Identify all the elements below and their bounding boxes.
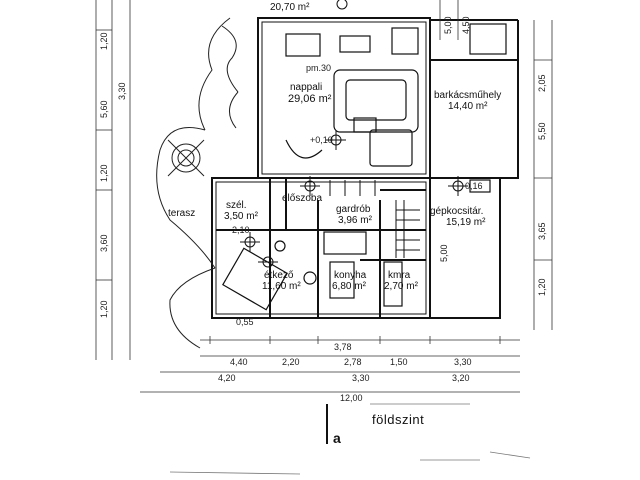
room-name-nappali: nappali (290, 82, 323, 93)
level-marker-minus: -0,16 (462, 181, 483, 191)
section-symbols (240, 0, 468, 268)
terrace-paving (156, 17, 239, 349)
room-name-konyha: konyha (334, 270, 367, 281)
dim-right-3: 3,65 (537, 222, 547, 240)
stairs (329, 180, 420, 258)
dim-misc-1: 5,00 (439, 244, 449, 262)
dim-misc-5: 2,10 (232, 225, 250, 235)
dim-misc-3: 4,50 (461, 16, 471, 34)
room-name-terasz: terasz (168, 208, 196, 219)
dimension-lines (95, 0, 553, 393)
floor-title: földszint (372, 412, 425, 427)
room-name-szel: szél. (226, 200, 247, 211)
living-room-walls (257, 17, 431, 179)
dim-bottom-8: 3,30 (352, 373, 370, 383)
room-name-barkacsmuhely: barkácsműhely (434, 90, 502, 101)
dim-bottom-5: 4,40 (230, 357, 248, 367)
dim-bottom-6: 2,20 (282, 357, 300, 367)
room-area-barkacsmuhely: 14,40 m² (448, 101, 488, 112)
room-name-etkezo: étkező (264, 270, 294, 281)
dim-misc-2: 5,00 (443, 16, 453, 34)
room-area-szel: 3,50 m² (224, 211, 258, 222)
level-marker-pm30: pm.30 (306, 63, 332, 73)
level-marker-plus: +0,10 (310, 135, 333, 145)
room-area-nappali: 29,06 m² (288, 93, 332, 105)
section-mark: a (333, 430, 341, 446)
room-name-kamra: kmra (388, 270, 411, 281)
dim-bottom-3: 1,50 (390, 357, 408, 367)
dim-right-2: 5,50 (537, 122, 547, 140)
dim-left-2: 5,60 (99, 100, 109, 118)
dim-left-4: 3,60 (99, 234, 109, 252)
dim-misc-4: 3,30 (117, 82, 127, 100)
dim-right-1: 2,05 (537, 74, 547, 92)
room-area-etkezo: 11,60 m² (262, 281, 301, 292)
furniture (222, 23, 507, 311)
room-name-gepkocsitaro: gépkocsitár. (430, 206, 484, 217)
room-area-gepkocsitaro: 15,19 m² (446, 217, 486, 228)
dim-right-4: 1,20 (537, 278, 547, 296)
dim-misc-6: 0,55 (236, 317, 254, 327)
dim-bottom-4: 3,30 (454, 357, 472, 367)
dim-bottom-total: 12,00 (340, 393, 363, 403)
dim-bottom-1: 3,78 (334, 342, 352, 352)
dim-bottom-7: 4,20 (218, 373, 236, 383)
dim-left-3: 1,20 (99, 164, 109, 182)
dim-left-1: 1,20 (99, 32, 109, 50)
room-area-kamra: 2,70 m² (384, 281, 418, 292)
dim-left-5: 1,20 (99, 300, 109, 318)
lower-rooms-walls (211, 177, 431, 319)
scan-noise (169, 403, 531, 475)
room-name-eloszoba: előszoba (282, 193, 323, 204)
room-name-garderob: gardrób (336, 204, 371, 215)
dim-bottom-2: 2,78 (344, 357, 362, 367)
room-area-garderob: 3,96 m² (338, 215, 372, 226)
dim-bottom-9: 3,20 (452, 373, 470, 383)
room-area-top: 20,70 m² (270, 2, 310, 13)
room-area-konyha: 6,80 m² (332, 281, 366, 292)
